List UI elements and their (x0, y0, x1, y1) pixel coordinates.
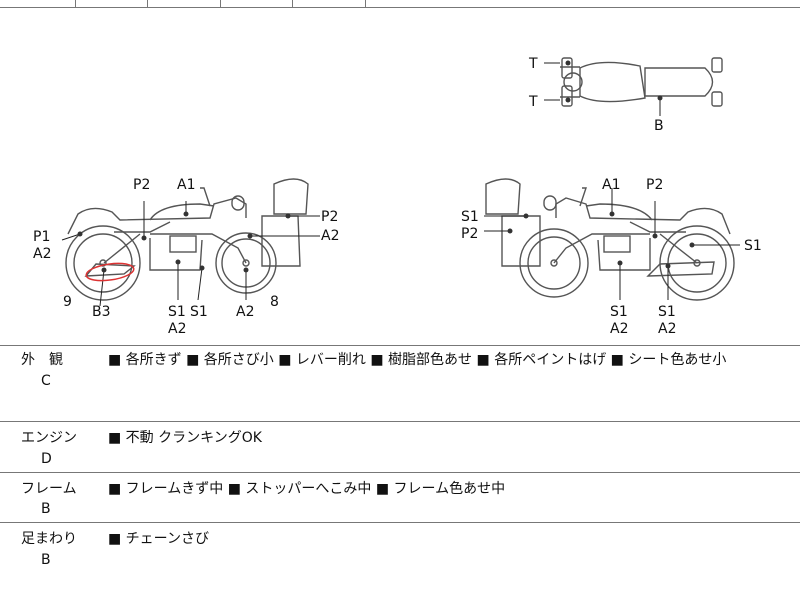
row-category: フレーム (21, 481, 77, 497)
label-left-s1-a: S1 (168, 304, 186, 320)
label-right-s1-right: S1 (744, 238, 762, 254)
label-top-t2: T (528, 94, 538, 110)
highlight-ellipse (85, 262, 135, 282)
label-right-a2-b1: A2 (610, 321, 628, 337)
label-left-p1: P1 (33, 229, 50, 245)
row-grade: D (41, 451, 52, 467)
label-left-s1-b: S1 (190, 304, 208, 320)
label-left-p2-right: P2 (321, 209, 338, 225)
label-left-a2-mid: A2 (236, 304, 254, 320)
label-left-a2-right: A2 (321, 228, 339, 244)
row-notes: ■ 各所きず ■ 各所さび小 ■ レバー削れ ■ 樹脂部色あせ ■ 各所ペイント… (108, 352, 727, 368)
table-divider (147, 0, 148, 7)
row-grade: B (41, 501, 51, 517)
label-left-8: 8 (270, 294, 279, 310)
row-grade: B (41, 552, 51, 568)
table-border (0, 472, 800, 473)
table-border (0, 421, 800, 422)
row-grade: C (41, 373, 51, 389)
top-view-motorcycle (560, 57, 723, 107)
table-divider (365, 0, 366, 7)
condition-row-suspension: 足まわり B ■ チェーンさび (0, 522, 800, 600)
condition-row-frame: フレーム B ■ フレームきず中 ■ ストッパーへこみ中 ■ フレーム色あせ中 (0, 472, 800, 522)
row-notes: ■ フレームきず中 ■ ストッパーへこみ中 ■ フレーム色あせ中 (108, 481, 506, 497)
row-notes: ■ チェーンさび (108, 531, 209, 547)
label-top-t1: T (528, 56, 538, 72)
label-right-a2-b2: A2 (658, 321, 676, 337)
table-divider (75, 0, 76, 7)
label-left-b3: B3 (92, 304, 111, 320)
label-top-b: B (654, 118, 664, 134)
label-left-a2-left: A2 (33, 246, 51, 262)
row-category: 外 観 (21, 352, 63, 368)
condition-row-exterior: 外 観 C ■ 各所きず ■ 各所さび小 ■ レバー削れ ■ 樹脂部色あせ ■ … (0, 345, 800, 421)
label-right-p2-left: P2 (461, 226, 478, 242)
label-left-a1: A1 (177, 177, 195, 193)
row-category: エンジン (21, 430, 77, 446)
label-right-s1-b2: S1 (658, 304, 676, 320)
label-right-s1-b1: S1 (610, 304, 628, 320)
right-view-motorcycle (485, 178, 735, 301)
label-right-p2-top: P2 (646, 177, 663, 193)
table-border (0, 522, 800, 523)
label-left-9: 9 (63, 294, 72, 310)
label-left-p2-top: P2 (133, 177, 150, 193)
damage-diagram: T T B P2 A1 P2 A2 P1 A2 9 B3 S1 S1 A2 A2… (0, 8, 800, 345)
label-left-a2-bottom: A2 (168, 321, 186, 337)
table-border (0, 345, 800, 346)
motorcycle-diagram-svg: T T B P2 A1 P2 A2 P1 A2 9 B3 S1 S1 A2 A2… (33, 56, 762, 337)
label-right-s1-left: S1 (461, 209, 479, 225)
row-notes: ■ 不動 クランキングOK (108, 430, 262, 446)
table-border-top (0, 7, 800, 8)
condition-row-engine: エンジン D ■ 不動 クランキングOK (0, 421, 800, 472)
row-category: 足まわり (21, 531, 77, 547)
label-right-a1: A1 (602, 177, 620, 193)
table-divider (292, 0, 293, 7)
table-divider (220, 0, 221, 7)
